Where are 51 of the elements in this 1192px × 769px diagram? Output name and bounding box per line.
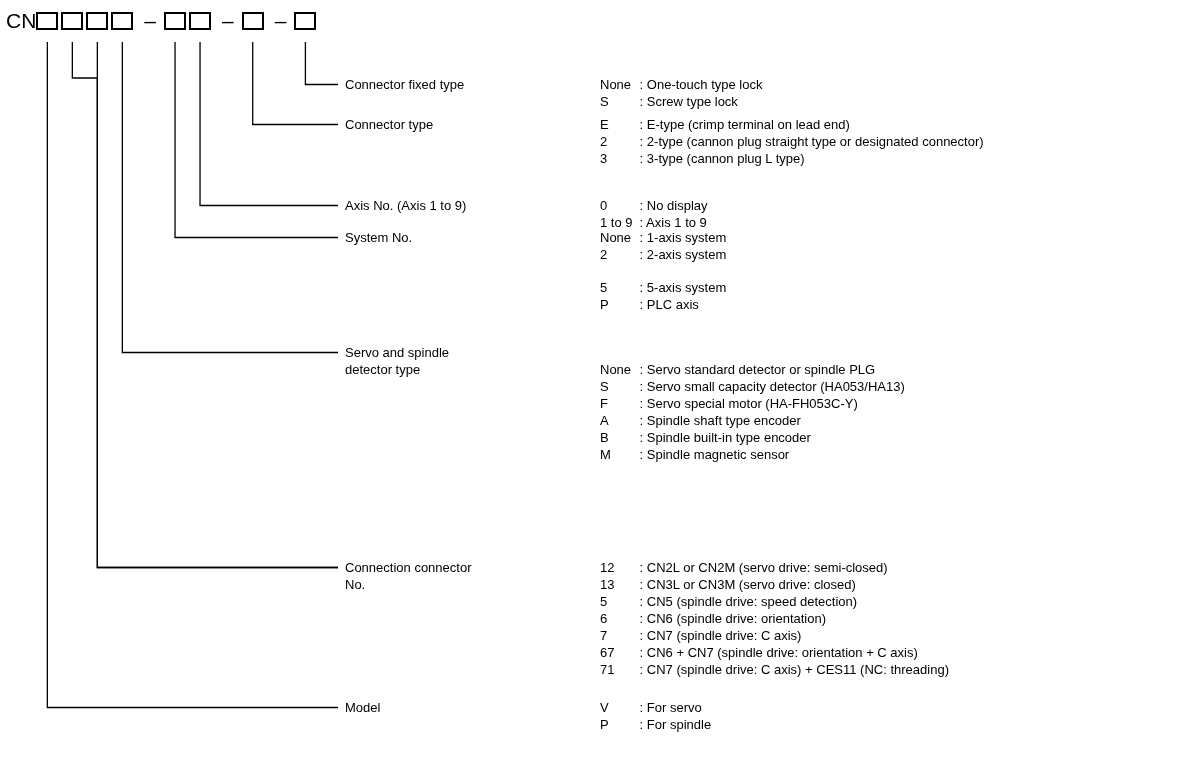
code-value-description: 3 : 3-type (cannon plug L type) <box>600 150 806 167</box>
code-value-description: 12 : CN2L or CN2M (servo drive: semi-closed) <box>600 559 889 576</box>
code-value-description: None : One-touch type lock <box>600 76 763 93</box>
code-value-description: 71 : CN7 (spindle drive: C axis) + CES11 (NC: threading) <box>600 661 949 678</box>
field-name: Axis No. (Axis 1 to 9) <box>345 197 485 214</box>
separator-dash: – <box>274 9 287 33</box>
code-value-description: V : For servo <box>600 699 703 716</box>
code-value-description: 6 : CN6 (spindle drive: orientation) <box>600 610 828 627</box>
code-value-description: A : Spindle shaft type encoder <box>600 412 802 429</box>
code-value-description: None : 1-axis system <box>600 229 727 246</box>
code-value-description: 67 : CN6 + CN7 (spindle drive: orientation + C axis) <box>600 644 919 661</box>
field-name: Servo and spindle detector type <box>345 344 485 378</box>
field-name: Connector type <box>345 116 485 133</box>
code-value-description: E : E-type (crimp terminal on lead end) <box>600 116 851 133</box>
code-digit-box <box>164 12 187 30</box>
code-value-description: None : Servo standard detector or spindle PLG <box>600 361 877 378</box>
code-digit-box <box>189 12 212 30</box>
code-value-description: S : Servo small capacity detector (HA053/HA13) <box>600 378 905 395</box>
code-value-description: P : PLC axis <box>600 296 700 313</box>
leader-line <box>121 41 339 354</box>
code-value-description: 7 : CN7 (spindle drive: C axis) <box>600 627 803 644</box>
code-value-description: 5 : CN5 (spindle drive: speed detection) <box>600 593 859 610</box>
separator-dash: – <box>222 9 234 33</box>
code-digit-box <box>86 12 109 30</box>
code-value-description: 2 : 2-type (cannon plug straight type or designated connector) <box>600 133 984 150</box>
leader-line <box>199 41 339 207</box>
code-value-description: 5 : 5-axis system <box>600 279 727 296</box>
code-value-description: S : Screw type lock <box>600 93 739 110</box>
leader-line <box>46 41 339 709</box>
separator-dash: – <box>144 9 157 33</box>
field-name: Connection connector No. <box>345 559 485 593</box>
leader-line <box>252 41 339 126</box>
field-name: Connector fixed type <box>345 76 485 93</box>
code-value-description: B : Spindle built-in type encoder <box>600 429 812 446</box>
code-digit-box <box>241 12 264 30</box>
field-name: System No. <box>345 229 485 246</box>
code-value-description: M : Spindle magnetic sensor <box>600 446 791 463</box>
leader-line <box>304 41 339 86</box>
code-value-description: 0 : No display <box>600 197 708 214</box>
code-digit-box <box>36 12 59 30</box>
code-value-description: F : Servo special motor (HA-FH053C-Y) <box>600 395 859 412</box>
code-digit-box <box>111 12 134 30</box>
code-prefix: CN <box>6 9 37 33</box>
code-digit-box <box>294 12 317 30</box>
leader-line <box>174 41 339 239</box>
code-digit-box <box>61 12 84 30</box>
code-value-description: P : For spindle <box>600 716 712 733</box>
field-name: Model <box>345 699 485 716</box>
code-value-description: 1 to 9 : Axis 1 to 9 <box>600 214 708 231</box>
code-value-description: 13 : CN3L or CN3M (servo drive: closed) <box>600 576 857 593</box>
code-value-description: 2 : 2-axis system <box>600 246 727 263</box>
